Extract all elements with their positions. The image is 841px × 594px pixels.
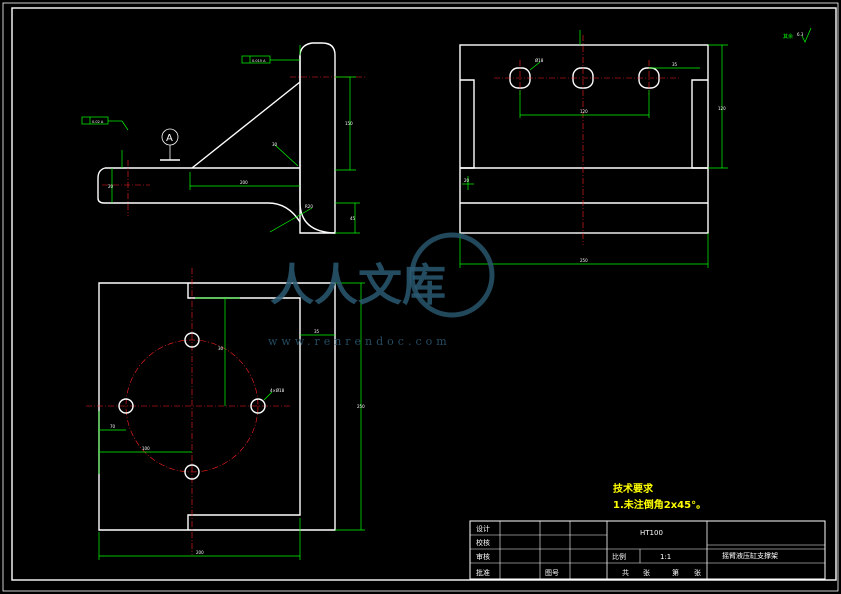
svg-text:30: 30: [272, 142, 278, 147]
svg-text:张: 张: [643, 568, 650, 577]
svg-text:70: 70: [110, 424, 116, 429]
plan-hole-bottom: [184, 464, 200, 480]
watermark: 人人文库 www.renrendoc.com: [268, 232, 495, 348]
svg-text:250: 250: [357, 404, 365, 409]
svg-text:120: 120: [718, 106, 726, 111]
svg-text:www.renrendoc.com: www.renrendoc.com: [268, 335, 451, 348]
svg-text:120: 120: [580, 109, 588, 114]
svg-text:6.3: 6.3: [797, 32, 804, 37]
plan-view: 200 250 35 30 70 100 4×Ø18: [86, 268, 365, 560]
svg-text:第: 第: [672, 568, 679, 577]
side-view: 120 35 Ø18 120 250 20: [459, 30, 728, 268]
svg-text:A: A: [166, 133, 173, 144]
svg-text:4×Ø18: 4×Ø18: [270, 388, 285, 393]
svg-text:共: 共: [622, 568, 629, 577]
svg-text:比例: 比例: [612, 552, 626, 561]
svg-text:批准: 批准: [476, 568, 490, 577]
svg-text:45: 45: [350, 216, 356, 221]
svg-text:250: 250: [580, 258, 588, 263]
svg-text:0.02 A: 0.02 A: [92, 120, 104, 124]
svg-text:35: 35: [314, 329, 320, 334]
roughness-symbol: 其余 6.3: [783, 27, 812, 43]
svg-text:HT100: HT100: [640, 529, 663, 537]
svg-text:校核: 校核: [476, 538, 490, 547]
svg-text:摇臂液压缸支撑架: 摇臂液压缸支撑架: [722, 551, 778, 560]
svg-text:200: 200: [240, 180, 248, 185]
svg-text:0.015 A: 0.015 A: [252, 59, 266, 63]
svg-text:150: 150: [345, 121, 353, 126]
svg-text:35: 35: [672, 62, 678, 67]
front-view: 150 45 200 30 R20 20 A 0.015 A 0.02 A: [81, 42, 365, 234]
gdt-frame-2: 0.02 A: [81, 116, 129, 131]
svg-text:张: 张: [694, 568, 701, 577]
svg-text:设计: 设计: [476, 524, 490, 533]
inner-border: [11, 7, 837, 581]
svg-text:200: 200: [196, 550, 204, 555]
svg-text:其余: 其余: [783, 33, 793, 40]
svg-text:30: 30: [218, 346, 224, 351]
title-block: 设计 校核 审核 批准 图号 HT100 比例 1:1 摇臂液压缸支撑架 共 张…: [469, 520, 826, 580]
svg-text:审核: 审核: [476, 552, 490, 561]
svg-text:1:1: 1:1: [660, 553, 671, 561]
plan-hole-left: [118, 398, 134, 414]
plan-hole-top: [184, 332, 200, 348]
svg-text:Ø18: Ø18: [535, 58, 544, 63]
svg-text:100: 100: [142, 446, 150, 451]
svg-text:1.未注倒角2x45°。: 1.未注倒角2x45°。: [613, 498, 706, 511]
svg-text:20: 20: [464, 178, 470, 183]
svg-text:R20: R20: [305, 204, 313, 209]
svg-text:20: 20: [108, 184, 114, 189]
svg-text:图号: 图号: [545, 569, 559, 577]
tech-requirements: 技术要求 1.未注倒角2x45°。: [613, 482, 706, 511]
svg-text:人人文库: 人人文库: [270, 260, 446, 311]
svg-text:技术要求: 技术要求: [613, 482, 654, 495]
gdt-frame-1: 0.015 A: [241, 55, 300, 64]
plan-hole-right: [250, 398, 266, 414]
